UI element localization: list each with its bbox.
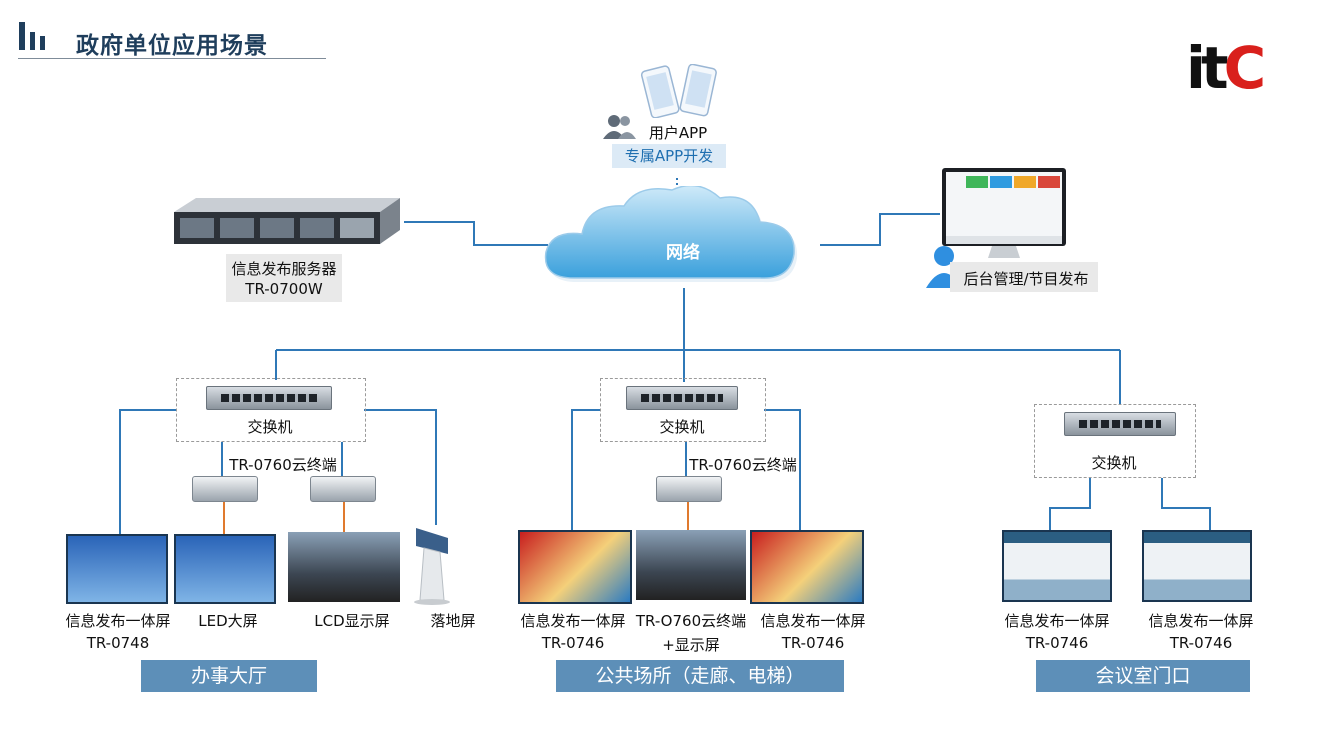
public-left-link	[571, 409, 600, 530]
meeting-device-1-model: TR-0746	[1025, 634, 1089, 652]
hall-screen-2	[174, 534, 276, 604]
public-screen-3	[750, 530, 864, 604]
hall-terminal-2-icon	[310, 476, 376, 502]
meeting-screen-1	[1002, 530, 1112, 602]
public-screen-2	[636, 530, 746, 600]
meeting-device-2-name: 信息发布一体屏	[1148, 612, 1254, 630]
meeting-device-2-model: TR-0746	[1169, 634, 1233, 652]
public-screen-1	[518, 530, 632, 604]
hall-switch-box	[176, 378, 366, 442]
hall-device-3-name: LCD显示屏	[314, 612, 390, 630]
hall-device-4-name: 落地屏	[430, 612, 476, 630]
public-terminal-label: TR-0760云终端	[689, 456, 797, 474]
meeting-device-1-name: 信息发布一体屏	[1004, 612, 1110, 630]
server-icon	[174, 198, 400, 244]
title-divider	[18, 58, 326, 59]
phone-icon	[640, 64, 717, 118]
meeting-left-link	[1049, 478, 1091, 532]
public-switch-label: 交换机	[659, 418, 705, 436]
hall-terminal-1-icon	[192, 476, 258, 502]
hall-screen-3	[288, 532, 400, 602]
app-tag: 专属APP开发	[612, 144, 726, 168]
app-label: 用户APP	[648, 124, 708, 142]
meeting-right-link	[1161, 478, 1211, 532]
meeting-section-label: 会议室门口	[1036, 660, 1250, 692]
cloud-icon	[544, 186, 798, 283]
public-device-3-model: TR-0746	[781, 634, 845, 652]
title-bars-icon	[19, 22, 45, 50]
users-icon	[603, 115, 636, 139]
public-device-1-name: 信息发布一体屏	[520, 612, 626, 630]
server-link	[404, 221, 548, 246]
public-switch-icon	[626, 386, 738, 410]
server-label-name: 信息发布服务器	[231, 260, 337, 278]
server-label-model: TR-0700W	[245, 280, 323, 298]
hall-device-2-name: LED大屏	[198, 612, 258, 630]
public-device-1-model: TR-0746	[541, 634, 605, 652]
meeting-screen-2	[1142, 530, 1252, 602]
hall-switch-label: 交换机	[247, 418, 293, 436]
monitor-icon	[942, 168, 1066, 258]
admin-link	[820, 213, 940, 246]
page-title: 政府单位应用场景	[76, 33, 268, 59]
hall-section-label: 办事大厅	[141, 660, 317, 692]
public-device-3-name: 信息发布一体屏	[760, 612, 866, 630]
hall-device-1-model: TR-0748	[86, 634, 150, 652]
cloud-label: 网络	[666, 243, 700, 263]
public-terminal-icon	[656, 476, 722, 502]
public-section-label: 公共场所（走廊、电梯）	[556, 660, 844, 692]
public-switch-box	[600, 378, 766, 442]
hall-right-link	[364, 409, 437, 525]
kiosk-icon	[414, 528, 450, 605]
admin-label-box	[950, 262, 1098, 292]
hall-screen-1	[66, 534, 168, 604]
hall-device-1-name: 信息发布一体屏	[65, 612, 171, 630]
itc-logo: itC	[1186, 34, 1266, 102]
server-label-box	[226, 254, 342, 302]
meeting-switch-box	[1034, 404, 1196, 478]
admin-label: 后台管理/节目发布	[963, 270, 1089, 288]
hall-left-link	[119, 409, 176, 535]
public-device-2-name: TR-O760云终端	[635, 612, 747, 630]
meeting-switch-label: 交换机	[1091, 454, 1137, 472]
meeting-switch-icon	[1064, 412, 1176, 436]
public-device-2-model: +显示屏	[662, 636, 720, 654]
hall-terminal-label: TR-0760云终端	[229, 456, 337, 474]
public-right-link	[764, 409, 801, 530]
hall-switch-icon	[206, 386, 332, 410]
